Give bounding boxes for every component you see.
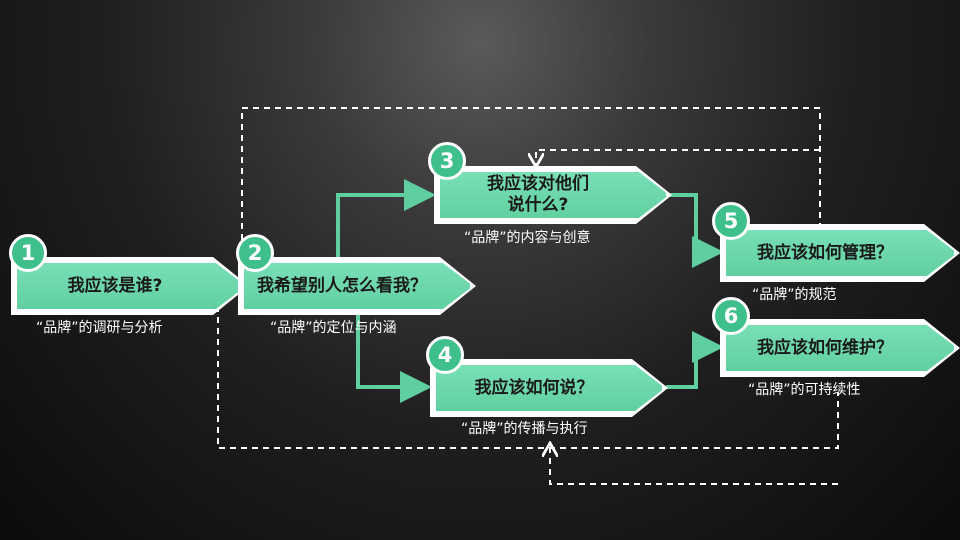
step-4-caption: “品牌”的传播与执行 [461, 421, 588, 437]
step-6-box[interactable]: 我应该如何维护？ [723, 322, 957, 374]
dashed-return-to-step4 [550, 445, 838, 485]
step-2-badge: 2 [236, 234, 274, 272]
step-5-title: 我应该如何管理？ [757, 242, 893, 263]
step-3-badge: 3 [428, 142, 466, 180]
connector-2-to-3 [336, 179, 436, 260]
step-2-box[interactable]: 我希望别人怎么看我？ [241, 260, 473, 312]
dashed-bottom-loop [217, 284, 839, 449]
step-3-caption: “品牌”的内容与创意 [464, 230, 591, 246]
dashed-loop-to-step3 [536, 149, 820, 165]
step-4-badge: 4 [426, 336, 464, 374]
step-6-caption: “品牌”的可持续性 [748, 382, 861, 398]
connector-4-to-6 [666, 331, 724, 389]
step-3-box[interactable]: 我应该对他们 说什么? [437, 169, 669, 221]
step-1-caption: “品牌”的调研与分析 [36, 320, 163, 336]
step-6-badge: 6 [712, 297, 750, 335]
step-4-box[interactable]: 我应该如何说？ [433, 362, 665, 414]
connector-2-to-4 [356, 314, 432, 403]
connector-3-to-5 [670, 193, 724, 268]
dashed-feedback-loop [241, 107, 821, 262]
step-5-caption: “品牌”的规范 [752, 287, 837, 303]
step-4-title: 我应该如何说？ [474, 377, 594, 398]
step-1-title: 我应该是谁? [67, 275, 163, 296]
step-2-caption: “品牌”的定位与内涵 [270, 320, 397, 336]
step-1-badge: 1 [9, 234, 47, 272]
step-2-title: 我希望别人怎么看我？ [257, 275, 427, 296]
step-1-box[interactable]: 我应该是谁? [14, 260, 246, 312]
step-6-title: 我应该如何维护？ [757, 337, 893, 358]
step-3-title: 我应该对他们 说什么? [487, 174, 589, 215]
step-5-badge: 5 [712, 202, 750, 240]
step-5-box[interactable]: 我应该如何管理？ [723, 227, 957, 279]
